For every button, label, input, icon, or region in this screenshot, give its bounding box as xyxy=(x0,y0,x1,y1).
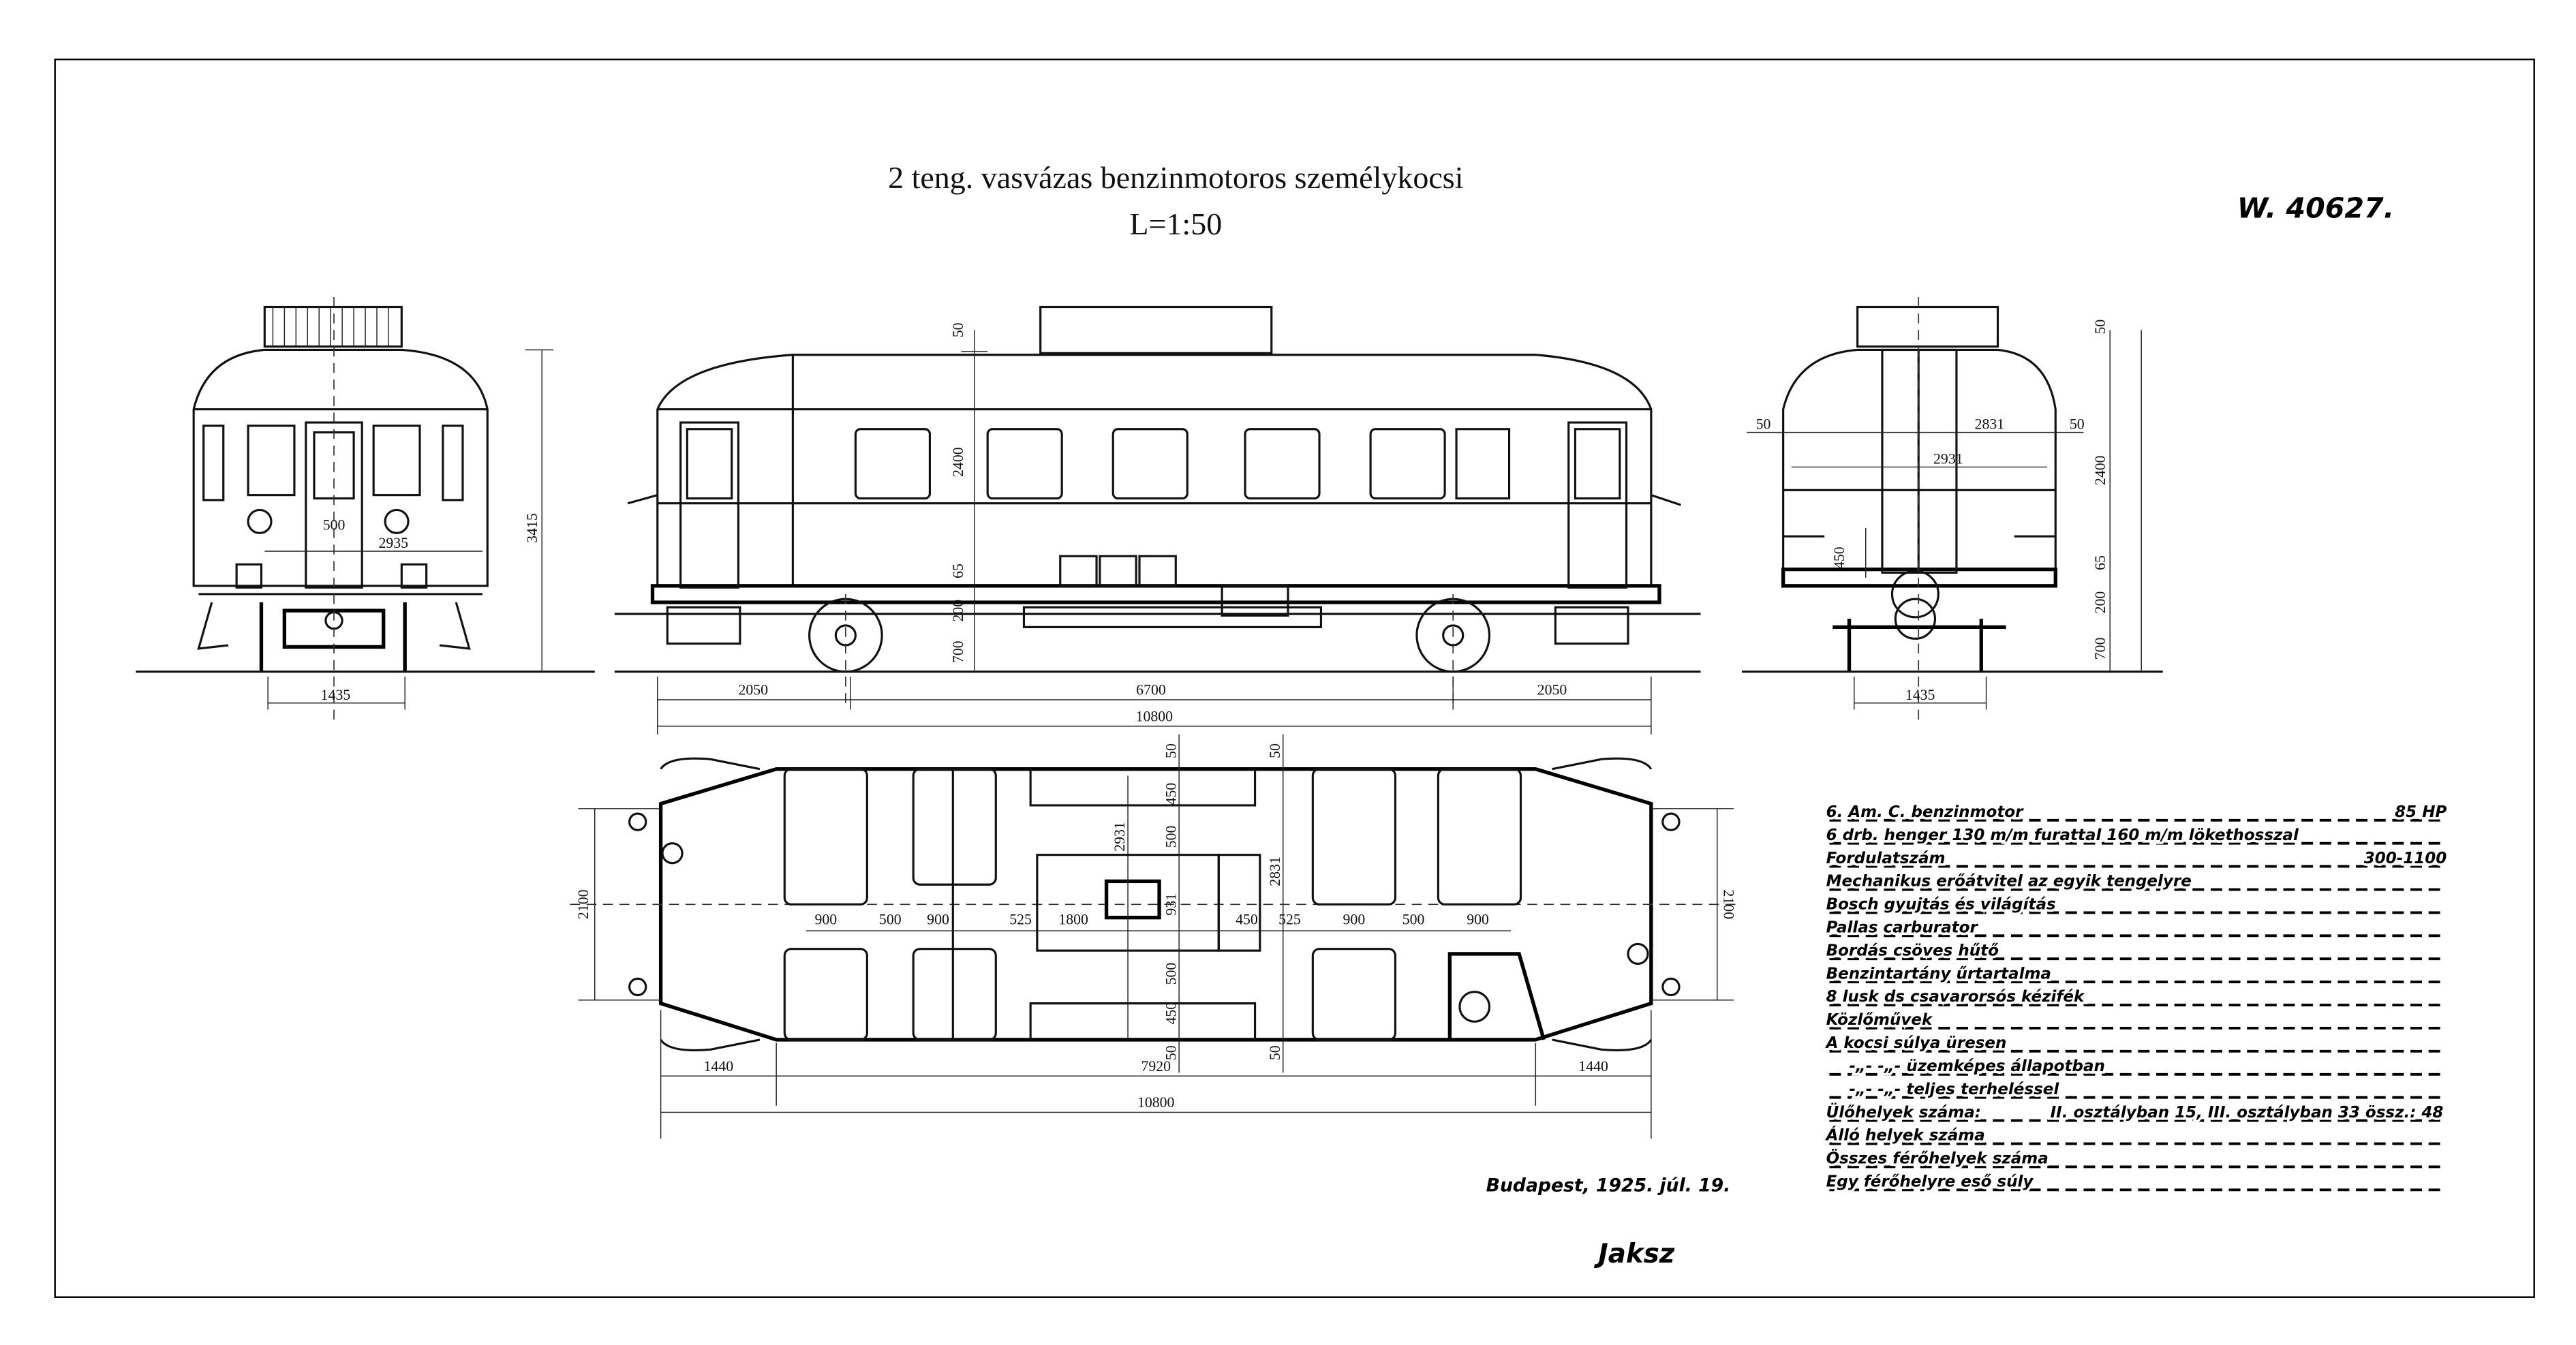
dim-side-v2: 2400 xyxy=(950,447,966,477)
spec-label: 6 drb. henger 130 m/m furattal 160 m/m l… xyxy=(1826,826,2299,844)
spec-row: -„- -„- üzemképes állapotban xyxy=(1829,1055,2447,1078)
specification-list: 6. Am. C. benzinmotor 85 HP 6 drb. henger … xyxy=(1822,801,2449,1193)
dim-side-h1: 2050 xyxy=(738,682,768,698)
spec-label: Bosch gyujtás és világítás xyxy=(1826,896,2056,914)
dim-plan-v1: 50 xyxy=(1163,743,1179,758)
dim-plan-row-3: 900 xyxy=(927,911,949,927)
spec-label: A kocsi súlya üresen xyxy=(1825,1034,2007,1052)
dim-rear-inner: 2831 xyxy=(1975,416,2005,433)
spec-row: Összes férőhelyek száma xyxy=(1824,1146,2447,1170)
rear-view: 50 2831 50 2931 450 50 2400 65 200 700 1… xyxy=(1742,296,2163,726)
spec-label: Összes férőhelyek száma xyxy=(1826,1149,2049,1168)
spec-row: Álló helyek száma xyxy=(1822,1123,2447,1147)
spec-label: Közlőművek xyxy=(1826,1011,1933,1029)
spec-row: -„- -„- teljes terheléssel xyxy=(1829,1078,2447,1100)
spec-label: Mechanikus erőátvitel az egyik tengelyre xyxy=(1826,873,2192,891)
spec-row: Bordás csöves hűtő xyxy=(1824,940,2447,962)
dim-rear-gauge: 1435 xyxy=(1905,687,1935,703)
dim-front-door: 500 xyxy=(323,516,346,533)
dim-plan-span-a: 2931 xyxy=(1111,822,1128,852)
dim-plan-row-7: 525 xyxy=(1278,911,1301,927)
dim-rear-right: 50 xyxy=(2070,416,2085,433)
dim-side-h3: 2050 xyxy=(1537,682,1567,698)
spec-row: Fordulatszám 300-1100 xyxy=(1824,847,2449,869)
spec-label: Pallas carburator xyxy=(1826,918,1979,936)
spec-value: 85 HP xyxy=(2395,803,2447,821)
dim-plan-span-b-top: 50 xyxy=(1267,743,1283,758)
dim-rear-left: 50 xyxy=(1756,416,1771,433)
spec-label: 8 lusk ds csavarorsós kézifék xyxy=(1826,988,2085,1006)
drawing-number: W. 40627. xyxy=(2237,192,2395,225)
dim-plan-b3: 1440 xyxy=(1578,1058,1608,1075)
dim-plan-row-6: 450 xyxy=(1236,911,1258,927)
dim-plan-v3: 500 xyxy=(1163,826,1179,848)
dim-plan-overall: 10800 xyxy=(1137,1094,1175,1111)
dim-plan-v2: 450 xyxy=(1163,783,1179,805)
spec-label: Bordás csöves hűtő xyxy=(1826,942,1999,959)
spec-row: 8 lusk ds csavarorsós kézifék xyxy=(1824,986,2447,1008)
spec-label: 6. Am. C. benzinmotor xyxy=(1826,803,2025,821)
dim-plan-span-b-bottom: 50 xyxy=(1267,1045,1283,1060)
spec-label: Egy férőhelyre eső súly xyxy=(1826,1173,2034,1190)
dim-rear-v1: 50 xyxy=(2092,320,2109,335)
plan-view: 900 500 900 525 1800 450 525 900 500 900… xyxy=(570,734,1743,1139)
dim-plan-row-8: 900 xyxy=(1343,911,1366,927)
drawing-scale: L=1:50 xyxy=(1129,206,1222,241)
dim-side-h2: 6700 xyxy=(1136,682,1166,698)
front-view: 3415 1435 500 2935 xyxy=(136,296,595,726)
dim-front-width: 2935 xyxy=(378,535,408,551)
dim-rear-v2: 2400 xyxy=(2092,455,2109,485)
dim-side-v4: 200 xyxy=(950,600,966,622)
dim-plan-width-left: 2100 xyxy=(575,889,592,919)
sheet-border xyxy=(54,58,2535,1298)
dim-plan-v4: 931 xyxy=(1163,893,1179,916)
dim-plan-row-5: 1800 xyxy=(1058,911,1088,927)
spec-row: Ülőhelyek száma: II. osztályban 15, III. … xyxy=(1824,1100,2447,1124)
spec-row: Egy férőhelyre eső súly xyxy=(1824,1171,2447,1193)
spec-label: -„- -„- teljes terheléssel xyxy=(1850,1081,2060,1098)
spec-label: Benzintartány űrtartalma xyxy=(1826,965,2051,983)
dim-plan-v7: 50 xyxy=(1163,1045,1179,1060)
dim-plan-width-right: 2100 xyxy=(1720,890,1736,920)
dim-plan-b1: 1440 xyxy=(704,1058,734,1075)
spec-row: Benzintartány űrtartalma xyxy=(1824,963,2447,985)
dim-front-gauge: 1435 xyxy=(321,687,351,703)
signature: Jaksz xyxy=(1593,1239,1674,1269)
dim-plan-v6: 450 xyxy=(1163,1002,1179,1025)
dim-side-v3: 65 xyxy=(950,563,966,578)
dim-rear-v4: 200 xyxy=(2092,591,2109,614)
dim-plan-row-10: 900 xyxy=(1467,911,1489,927)
spec-label: Fordulatszám xyxy=(1826,850,1946,867)
dim-plan-span-b: 2831 xyxy=(1267,856,1283,886)
dim-side-overall: 10800 xyxy=(1136,708,1174,724)
dim-plan-v5: 500 xyxy=(1163,963,1179,985)
dim-plan-row-1: 900 xyxy=(814,911,837,927)
spec-label: Álló helyek száma xyxy=(1825,1126,1985,1145)
dim-rear-v5: 700 xyxy=(2092,637,2109,660)
dim-rear-seat: 450 xyxy=(1831,546,1847,569)
spec-value: II. osztályban 15, III. osztályban 33 ös… xyxy=(2051,1104,2444,1122)
dim-side-v1: 50 xyxy=(950,322,966,337)
spec-row: Bosch gyujtás és világítás xyxy=(1824,893,2447,916)
place-date: Budapest, 1925. júl. 19. xyxy=(1486,1175,1731,1196)
spec-value: 300-1100 xyxy=(2364,850,2447,867)
spec-row: A kocsi súlya üresen xyxy=(1822,1032,2447,1055)
dim-rear-outer: 2931 xyxy=(1933,451,1963,467)
dim-plan-b2: 7920 xyxy=(1141,1058,1171,1075)
spec-label: -„- -„- üzemképes állapotban xyxy=(1850,1057,2105,1075)
dim-plan-row-9: 500 xyxy=(1402,911,1425,927)
spec-row: Közlőművek xyxy=(1824,1008,2447,1032)
side-view: 50 2400 65 200 700 2050 6700 2050 10800 xyxy=(614,305,1701,735)
spec-row: Mechanikus erőátvitel az egyik tengelyre xyxy=(1824,870,2447,893)
spec-row: Pallas carburator xyxy=(1824,916,2447,939)
dim-plan-row-4: 525 xyxy=(1009,911,1032,927)
dim-rear-v3: 65 xyxy=(2092,555,2109,570)
dim-plan-row-2: 500 xyxy=(879,911,902,927)
spec-row: 6. Am. C. benzinmotor 85 HP xyxy=(1824,801,2449,823)
drawing-title: 2 teng. vasvázas benzinmotoros személyko… xyxy=(888,160,1463,195)
spec-label: Ülőhelyek száma: xyxy=(1826,1102,1981,1122)
spec-row: 6 drb. henger 130 m/m furattal 160 m/m l… xyxy=(1824,824,2447,846)
dim-side-v5: 700 xyxy=(950,640,966,663)
dim-front-height: 3415 xyxy=(524,513,540,543)
